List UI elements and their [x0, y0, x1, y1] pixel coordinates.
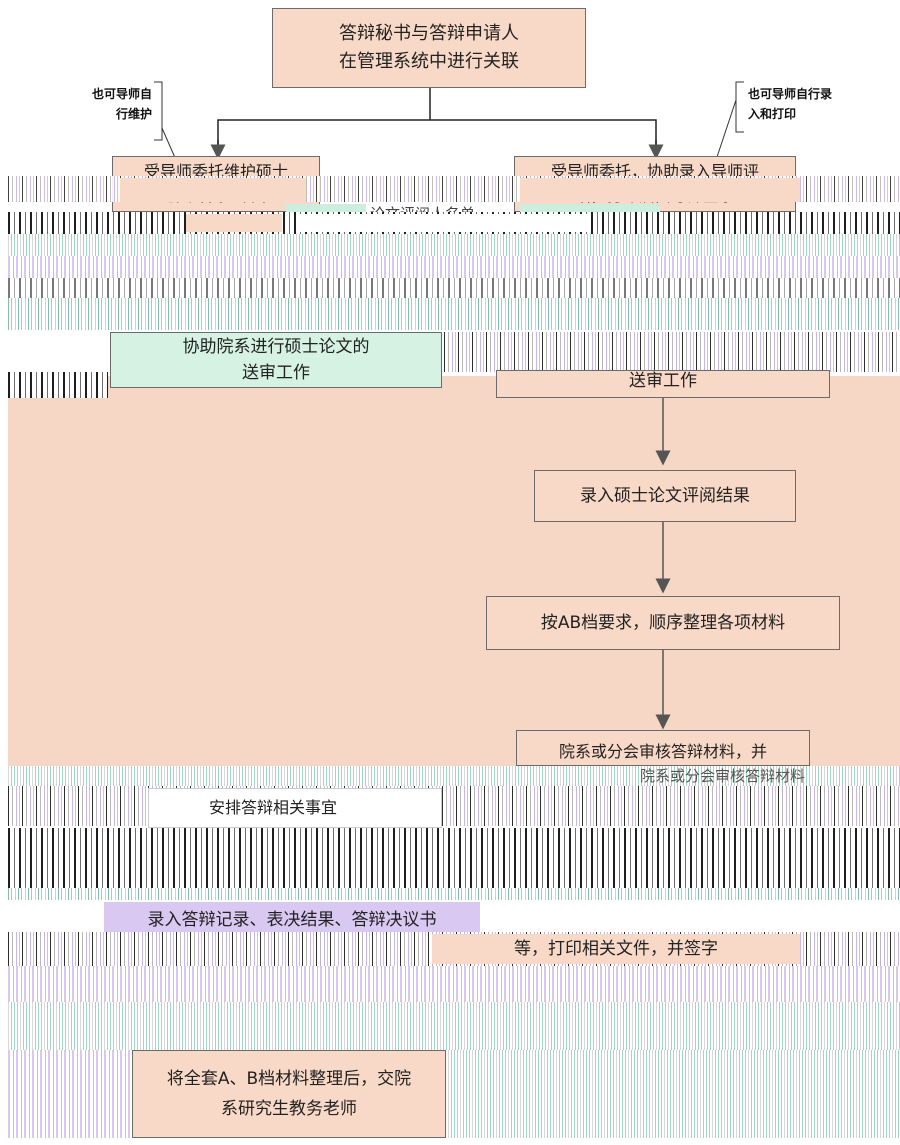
node-associate: 答辩秘书与答辩申请人 在管理系统中进行关联	[272, 8, 586, 88]
render-artifact-block	[300, 214, 590, 232]
render-artifact-band	[8, 298, 900, 330]
note-right-pointer	[715, 99, 737, 161]
render-artifact-band	[8, 1050, 130, 1138]
render-artifact-band	[8, 372, 108, 398]
connector-top-split	[217, 88, 657, 150]
render-artifact-band	[8, 828, 900, 888]
render-artifact-block	[120, 178, 306, 202]
node-organize-ab-materials: 按AB档要求，顺序整理各项材料	[486, 596, 840, 650]
node-print-and-sign: 等，打印相关文件，并签字	[432, 934, 800, 964]
render-artifact-band	[8, 966, 900, 1002]
render-artifact-band	[448, 1050, 900, 1138]
note-right-bracket	[735, 81, 744, 133]
note-left-bracket	[154, 81, 163, 141]
fragment-dept-committee: 院系或分会审核答辩材料	[640, 767, 806, 785]
render-artifact-band	[8, 234, 900, 256]
note-left-pointer	[161, 127, 177, 161]
node-review-work-tail: 送审工作	[496, 370, 830, 398]
node-submit-materials: 将全套A、B档材料整理后，交院 系研究生教务老师	[132, 1050, 446, 1138]
note-right-self-enter: 也可导师自行录 入和打印	[748, 87, 833, 121]
render-artifact-block	[186, 214, 282, 232]
render-artifact-band	[8, 256, 900, 278]
node-dept-review-materials: 院系或分会审核答辩材料，并	[516, 730, 810, 766]
node-assist-thesis-review: 协助院系进行硕士论文的 送审工作	[110, 332, 442, 388]
render-artifact-block	[520, 178, 800, 202]
render-artifact-band	[444, 332, 900, 372]
note-left-self-maintain: 也可导师自 行维护	[91, 87, 152, 121]
node-arrange-defense: 安排答辩相关事宜	[148, 788, 442, 828]
render-artifact-band	[8, 766, 900, 786]
render-artifact-band	[8, 786, 900, 826]
node-enter-review-results: 录入硕士论文评阅结果	[534, 470, 796, 522]
render-artifact-band	[8, 888, 900, 900]
render-artifact-band	[8, 1002, 900, 1050]
render-artifact-band	[8, 278, 900, 298]
